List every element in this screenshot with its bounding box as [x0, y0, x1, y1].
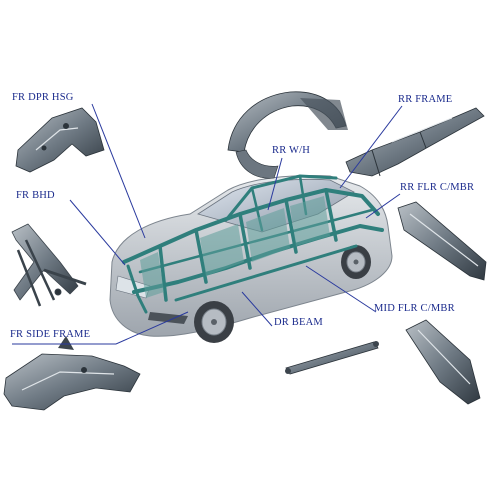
mid-flr-cmbr-part: [405, 319, 481, 405]
front-wheel: [194, 301, 234, 343]
label-rr-wh: RR W/H: [272, 145, 311, 156]
fr-side-frame-part: [3, 336, 141, 411]
car-illustration: [109, 174, 393, 343]
leader-fr-bhd: [69, 199, 126, 266]
label-fr-bhd: FR BHD: [16, 190, 55, 201]
label-dr-beam: DR BEAM: [274, 317, 323, 328]
leader-fr-side-frame: [12, 311, 189, 345]
leader-mid-flr-cmbr: [305, 265, 377, 313]
dr-beam-part: [285, 341, 379, 375]
label-rr-flr-cmbr: RR FLR C/MBR: [400, 182, 475, 193]
frame-panels: [140, 196, 330, 298]
leader-fr-dpr-hsg: [91, 103, 146, 239]
rear-wheel: [341, 245, 371, 279]
rr-wh-part: [227, 91, 348, 179]
fr-dpr-hsg-part: [15, 107, 105, 173]
rr-flr-cmbr-part: [397, 201, 487, 281]
label-fr-dpr-hsg: FR DPR HSG: [12, 92, 74, 103]
fr-bhd-part: [11, 223, 87, 307]
label-rr-frame: RR FRAME: [398, 94, 453, 105]
label-mid-flr-cmbr: MID FLR C/MBR: [374, 303, 455, 314]
rr-frame-part: [345, 107, 485, 177]
leader-rr-wh: [267, 157, 283, 211]
leader-rr-flr-cmbr: [365, 193, 401, 219]
leader-lines: [12, 103, 403, 345]
label-fr-side-frame: FR SIDE FRAME: [10, 329, 91, 340]
leader-dr-beam: [241, 291, 273, 327]
leader-rr-frame: [339, 105, 403, 189]
